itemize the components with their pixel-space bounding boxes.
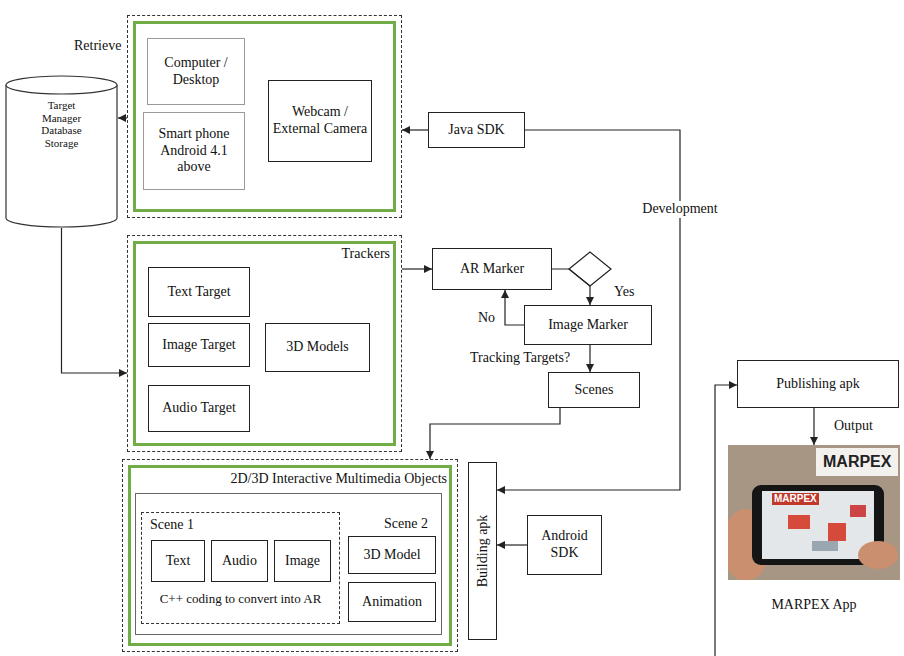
node-text: MARPEX App [728,597,900,614]
multimedia-group: 2D/3D Interactive Multimedia ObjectsScen… [122,459,458,652]
cylinder-body [6,85,117,227]
node-text: Trackers [316,246,390,263]
connector [813,408,814,445]
node-text: Image Target [162,337,236,354]
scene-box: Scene 1 C++ coding to convert into AR Text… [141,512,340,624]
cylinder-top [6,76,117,94]
node-text: Animation [362,594,422,611]
media-box: 3D Model [348,536,436,574]
node-text: C++ coding to convert into AR [144,591,337,607]
connector [402,129,428,130]
connector [62,228,128,373]
phone-screen [762,491,874,559]
app-photo-frame: MARPEX App [728,445,900,580]
photo-text: MARPEX [823,452,891,471]
node-text: Java SDK [448,122,504,139]
node-text: 2D/3D Interactive Multimedia Objects [207,471,447,488]
device-group: Computer / DesktopSmart phone Android 4.… [127,15,402,218]
sdk-box: Java SDK [428,112,525,148]
node-text: 3D Models [286,339,349,356]
edge-label: Tracking Targets? [468,350,572,367]
game-block [788,515,810,529]
node-text: Computer / Desktop [151,55,241,89]
node-text: Android SDK [531,528,598,562]
sdk-box: Android SDK [527,515,602,575]
app-photo [728,445,900,580]
connector [430,408,560,459]
connector [402,268,432,269]
media-box: Audio [211,540,268,582]
process-box: Image Marker [524,305,652,345]
game-block [812,541,838,551]
node-text: Publishing apk [776,376,860,393]
device-box: Webcam / External Camera [268,80,372,162]
connector [505,290,524,325]
device-box: Computer / Desktop [147,38,245,105]
target-box: Image Target [148,323,250,367]
media-box: Text [151,540,205,582]
edge-label: Output [832,418,875,435]
node-text: 3D Model [363,547,420,564]
node-text: Image Marker [548,317,628,334]
target-box: Audio Target [148,385,250,432]
node-text: Text [166,553,191,570]
edge-label: Retrieve [72,38,123,55]
node-text: Text Target [167,284,230,301]
process-box: Scenes [548,372,640,408]
edge-label: No [476,310,497,327]
publish-box: Publishing apk [737,360,899,408]
photo-banner [816,448,898,476]
node-text: Smart phone Android 4.1 above [147,126,241,176]
scene-label: Scene 2 [384,516,428,533]
node-text: AR Marker [460,261,524,278]
node-text: Webcam / External Camera [272,104,368,138]
connector [589,345,590,372]
game-block [828,523,846,541]
node-text: Audio [222,553,257,570]
process-box: AR Marker [432,248,552,290]
decision-diamond [569,252,611,286]
game-block [850,505,866,517]
database-cylinder: Target Manager Database Storage [5,75,118,228]
edge-label: Yes [612,284,636,301]
connector [497,130,680,490]
node-text: Scene 1 [150,517,220,534]
build-box: Building apk [468,462,497,640]
photo-text: MARPEX [772,493,819,505]
connector [118,117,127,118]
target-box: Text Target [148,267,250,317]
node-text: Building apk [474,515,491,588]
photo-background [728,445,900,580]
target-box: 3D Models [265,323,370,372]
media-box: Image [274,540,331,582]
media-box: Animation [348,582,436,622]
node-text: Image [285,553,320,570]
device-box: Smart phone Android 4.1 above [143,112,245,190]
connector [552,269,590,305]
cylinder-outline [5,75,118,228]
node-text: Scenes [575,382,614,399]
edge-label: Development [640,201,719,218]
node-text: Audio Target [162,400,236,417]
node-text: Target Manager Database Storage [33,99,91,150]
thumb [858,541,898,569]
tracker-group: TrackersText TargetImage Target 3D Models… [127,235,402,452]
connector [497,544,527,545]
